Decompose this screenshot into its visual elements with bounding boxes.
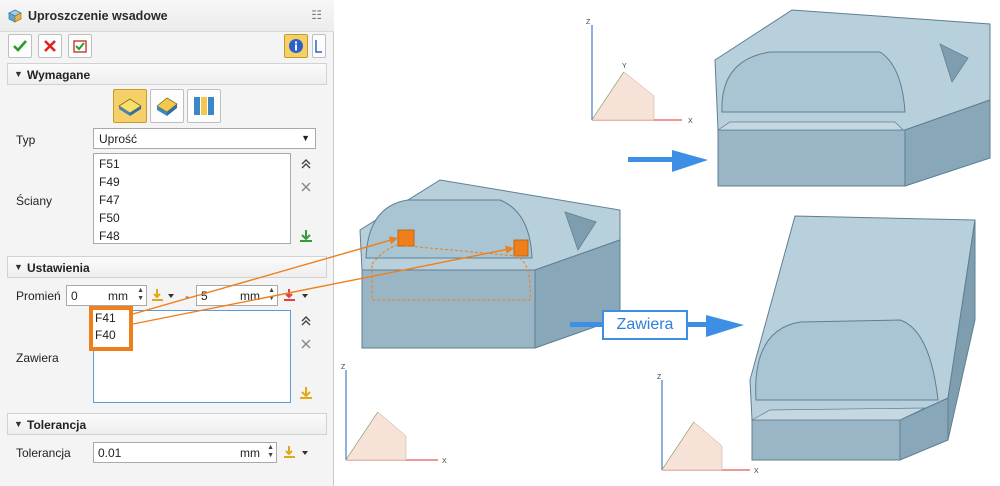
fill-mode-icon bbox=[156, 97, 178, 116]
radius-max-pick[interactable] bbox=[283, 286, 313, 306]
clear-icon bbox=[301, 182, 311, 192]
mode-remove-button[interactable] bbox=[187, 89, 221, 123]
spinner-icon[interactable]: ▲▼ bbox=[268, 287, 275, 302]
axis-triad-top: Z X Y bbox=[586, 19, 693, 125]
range-dash: - bbox=[185, 289, 189, 303]
list-item[interactable]: F41 bbox=[95, 311, 116, 325]
pick-download-icon bbox=[300, 387, 312, 399]
remove-mode-icon bbox=[194, 97, 214, 115]
mode-fill-button[interactable] bbox=[150, 89, 184, 123]
more-button[interactable] bbox=[312, 34, 326, 58]
face-F40 bbox=[513, 239, 529, 257]
zawiera-label-box: Zawiera bbox=[602, 310, 688, 340]
svg-text:X: X bbox=[442, 458, 447, 465]
info-button[interactable] bbox=[284, 34, 308, 58]
svg-text:X: X bbox=[754, 468, 759, 475]
type-select[interactable]: Uprość ▼ bbox=[93, 128, 316, 149]
radius-min-pick[interactable] bbox=[151, 286, 181, 306]
contains-clear-button[interactable] bbox=[297, 335, 315, 353]
model-source bbox=[359, 179, 621, 349]
faces-list[interactable]: F51 F49 F47 F50 F48 bbox=[93, 153, 291, 244]
pick-dropdown-icon bbox=[284, 446, 308, 458]
tolerance-input[interactable]: 0.01 mm ▲▼ bbox=[93, 442, 277, 463]
list-item[interactable]: F49 bbox=[99, 175, 120, 189]
close-icon bbox=[44, 40, 56, 52]
collapse-arrow-icon: ▼ bbox=[14, 419, 23, 429]
check-icon bbox=[13, 40, 27, 52]
contains-pick-button[interactable] bbox=[297, 384, 315, 402]
ok-button[interactable] bbox=[8, 34, 32, 58]
contains-label: Zawiera bbox=[16, 351, 59, 365]
spinner-icon[interactable]: ▲▼ bbox=[267, 444, 274, 459]
pick-dropdown-icon bbox=[152, 289, 174, 301]
batch-simplify-panel: Uproszczenie wsadowe ☷ bbox=[0, 0, 334, 486]
batch-simplify-icon bbox=[7, 8, 23, 27]
faces-label: Ściany bbox=[16, 194, 53, 208]
type-label: Typ bbox=[16, 133, 36, 147]
collapse-arrow-icon: ▼ bbox=[14, 262, 23, 272]
double-chevron-up-icon bbox=[301, 316, 311, 326]
list-item[interactable]: F48 bbox=[99, 229, 120, 243]
mode-simplify-button[interactable] bbox=[113, 89, 147, 123]
tolerance-label: Tolerancja bbox=[16, 446, 71, 460]
arrow-to-result-top bbox=[628, 150, 708, 172]
model-bottom-result bbox=[749, 215, 976, 461]
section-settings-header[interactable]: ▼ Ustawienia bbox=[7, 256, 327, 278]
pick-download-icon bbox=[300, 230, 312, 242]
list-item[interactable]: F40 bbox=[95, 328, 116, 342]
axis-z-label: Z bbox=[586, 19, 591, 26]
axis-triad-bottom-left: Z X bbox=[341, 364, 447, 465]
list-item[interactable]: F51 bbox=[99, 157, 120, 171]
axis-y-label: Y bbox=[622, 63, 627, 70]
svg-text:Z: Z bbox=[657, 374, 662, 381]
axis-x-label: X bbox=[688, 118, 693, 125]
section-required-header[interactable]: ▼ Wymagane bbox=[7, 63, 327, 85]
help-icon bbox=[315, 40, 322, 53]
list-item[interactable]: F47 bbox=[99, 193, 120, 207]
radius-max-input[interactable]: 5 mm ▲▼ bbox=[196, 285, 278, 306]
radius-label: Promień bbox=[16, 289, 61, 303]
apply-icon bbox=[73, 40, 87, 53]
contains-callout: F41 F40 bbox=[89, 306, 133, 351]
contains-collapse-button[interactable] bbox=[297, 312, 315, 330]
apply-button[interactable] bbox=[68, 34, 92, 58]
double-chevron-up-icon bbox=[301, 159, 311, 169]
svg-text:Z: Z bbox=[341, 364, 346, 371]
radius-min-input[interactable]: 0 mm ▲▼ bbox=[66, 285, 147, 306]
panel-title: Uproszczenie wsadowe bbox=[28, 9, 168, 23]
collapse-icon[interactable]: ☷ bbox=[311, 8, 322, 22]
collapse-arrow-icon: ▼ bbox=[14, 69, 23, 79]
panel-titlebar: Uproszczenie wsadowe ☷ bbox=[0, 0, 334, 32]
pick-dropdown-icon bbox=[284, 289, 308, 301]
simplify-mode-icon bbox=[118, 98, 142, 116]
model-top-result bbox=[714, 9, 991, 187]
panel-toolbar bbox=[0, 33, 334, 61]
axis-triad-bottom-right: Z X bbox=[657, 374, 759, 475]
chevron-down-icon: ▼ bbox=[301, 133, 310, 143]
tolerance-pick[interactable] bbox=[283, 443, 313, 463]
spinner-icon[interactable]: ▲▼ bbox=[137, 287, 144, 302]
section-tolerance-header[interactable]: ▼ Tolerancja bbox=[7, 413, 327, 435]
face-F41 bbox=[397, 229, 415, 247]
clear-icon bbox=[301, 339, 311, 349]
faces-pick-button[interactable] bbox=[297, 227, 315, 245]
cancel-button[interactable] bbox=[38, 34, 62, 58]
faces-clear-button[interactable] bbox=[297, 178, 315, 196]
list-item[interactable]: F50 bbox=[99, 211, 120, 225]
info-icon bbox=[289, 39, 303, 53]
faces-collapse-button[interactable] bbox=[297, 155, 315, 173]
